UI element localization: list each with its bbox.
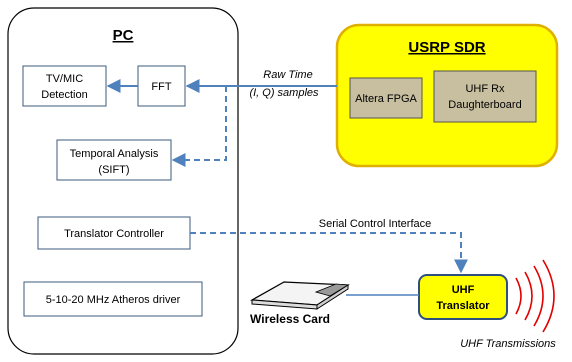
raw-to-temporal-dashed-arrow	[171, 86, 227, 167]
altera-fpga-label: Altera FPGA	[355, 93, 417, 105]
serial-control-label: Serial Control Interface	[319, 218, 432, 230]
temporal-label-line2: (SIFT)	[98, 164, 129, 176]
atheros-driver-block	[23, 281, 203, 317]
uhf-rx-label-line1: UHF Rx	[465, 83, 505, 95]
uhf-translator-label-line2: Translator	[436, 300, 490, 312]
fft-label: FFT	[151, 81, 171, 93]
tv-mic-detection-block	[22, 65, 107, 107]
serial-control-dashed-arrow	[190, 232, 468, 274]
uhf-translator-block	[418, 274, 508, 320]
translator-controller-label: Translator Controller	[64, 228, 164, 240]
fft-block	[137, 65, 186, 107]
translator-controller-block	[37, 216, 191, 250]
atheros-driver-label: 5-10-20 MHz Atheros driver	[46, 294, 181, 306]
tv-mic-label-line2: Detection	[41, 89, 87, 101]
radio-waves-icon	[515, 259, 555, 333]
temporal-label-line1: Temporal Analysis	[70, 148, 159, 160]
uhf-transmissions-label: UHF Transmissions	[460, 338, 556, 350]
uhf-rx-label-line2: Daughterboard	[448, 99, 521, 111]
wireless-card-icon	[249, 281, 350, 310]
uhf-rx-daughterboard-block	[433, 70, 537, 123]
raw-samples-label-line2: (I, Q) samples	[249, 87, 319, 99]
wireless-card-label: Wireless Card	[250, 312, 330, 326]
temporal-analysis-block	[56, 139, 172, 181]
usrp-title: USRP SDR	[408, 39, 485, 56]
altera-fpga-block	[349, 77, 423, 119]
raw-samples-label-line1: Raw Time	[263, 69, 312, 81]
pc-title: PC	[113, 27, 134, 44]
uhf-translator-label-line1: UHF	[452, 284, 475, 296]
tv-mic-label-line1: TV/MIC	[46, 73, 83, 85]
